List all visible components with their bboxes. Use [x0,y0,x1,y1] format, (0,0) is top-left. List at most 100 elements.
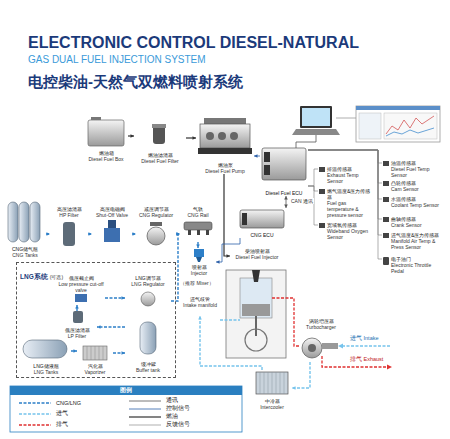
ecu-icon-part [240,210,284,228]
fuel-pump-icon-part [198,148,252,154]
arrow-head [97,325,101,329]
connector [308,150,382,183]
node-title: 凸轮传感器 [391,180,444,186]
node-subtitle: Electronic Throttle Pedal [391,262,444,274]
laptop [292,106,340,135]
engine-illustration [220,270,300,358]
arrow-head [47,232,51,236]
arrow-head [75,305,79,309]
fuel-filter-icon-part [152,124,166,128]
lng-component-icons-part [140,322,156,354]
connector [284,196,288,208]
legend-line [129,424,161,425]
turbocharger-icon-part [308,344,316,352]
node-title: LNG储液瓶 [21,363,71,369]
lng-component-icons [23,292,156,360]
legend-text: 通讯 [166,397,178,404]
fuel-filter: 燃油滤清器Diesel Fuel Filter [134,122,186,164]
connector [71,349,77,353]
engine-illustration-part [242,304,270,316]
gas-component-icons-part [206,230,209,235]
node-subtitle: LNG Regulator [125,281,171,287]
node-subtitle: Intercooler [252,404,292,410]
cng-rail: 气轨CNG Rail [180,206,216,242]
lng-component-icons-part [83,346,107,360]
arrow-head [292,386,296,390]
sensor-icons-part [383,257,389,265]
connector [113,351,125,355]
legend-line [19,402,51,404]
gas-component-icons [63,220,212,262]
connector-line [97,326,125,327]
fuel-filter-icon [152,124,166,144]
software-window-part [359,113,381,139]
connector-line [308,150,382,183]
node-subtitle: Cam Sensor [391,186,444,192]
fuel-filter-icon-part [153,124,165,144]
legend-item: CNG/LNG [18,399,81,406]
arrow-head [254,154,258,158]
node-subtitle: CNG Rail [180,212,216,218]
connector [308,186,318,225]
fuel-tank-icon-part [88,120,124,146]
subtitle-text: GAS DUAL FUEL INJECTION SYSTEM [28,53,206,66]
node-subtitle: CNG Tanks [4,252,46,258]
legend-line-sample [18,422,52,428]
fuel-tank-icon [88,117,124,146]
node-subtitle: LP Filter [57,333,97,339]
connector-line [200,316,262,370]
arrow-head [74,349,78,353]
connector [88,232,92,236]
node-subtitle: (可选) [50,274,63,280]
node-subtitle: Diesel Fuel Injector [230,254,284,260]
gas-component-icons-part [147,227,165,245]
legend-text: 排气 [56,421,68,428]
node-title: 缓冲罐 [125,361,171,367]
node-subtitle: LNG Tanks [21,369,71,375]
legend-line [19,413,51,415]
sensor-icons-part [319,167,325,172]
fuel-pump-icon-part [204,118,246,124]
connector-line [308,186,318,191]
connector [75,305,79,311]
arrow-head [177,232,181,236]
laptop-part [300,106,332,128]
connector [308,169,318,186]
node-title: 宽域氧传感器 [327,222,374,228]
node-title: 中冷器 [252,398,292,404]
lp-filter: 低压滤清器LP Filter [57,311,97,339]
connector [224,174,230,258]
cng-tanks: CNG储气瓶CNG Tanks [4,200,46,258]
software-window-part [356,106,440,142]
sensor-icons [319,161,389,265]
arrow-head [122,296,126,300]
node-subtitle: Intake manifold [180,302,220,308]
node-title: CNG储气瓶 [4,246,46,252]
node-title: 水温传感器 [391,196,444,202]
legend-line [19,424,51,426]
node-title: 燃气温度&压力传感器 [327,188,374,200]
connector-line [308,150,382,199]
flow-label: 排气 Exhaust [350,356,383,363]
arrow-head [89,232,93,236]
gas-component-icons-part [150,222,162,226]
legend-item: 通讯 [128,397,178,404]
arrow-head [122,351,126,355]
node-subtitle: Diesel Fuel Pump [196,168,254,174]
fuel-pump-icon-part [230,132,238,140]
hp-filter: 高压滤清器HP Filter [50,206,88,252]
node-title: Diesel Fuel ECU [260,190,308,196]
sensor-icons-part [319,189,325,194]
intake-exhaust-arrows-part [322,356,388,367]
gas-component-icons-part [197,230,200,235]
node-subtitle: Wideband Oxygen Sensor [327,228,374,240]
node-title: 低压滤清器 [57,327,97,333]
software-window-part [356,106,440,110]
software-window-part [384,113,437,139]
sensor: 凸轮传感器Cam Sensor [382,180,444,192]
node-title: 燃油箱 [84,150,128,156]
legend-text: 进气 [56,410,68,417]
node-title: 气轨 [180,206,216,212]
